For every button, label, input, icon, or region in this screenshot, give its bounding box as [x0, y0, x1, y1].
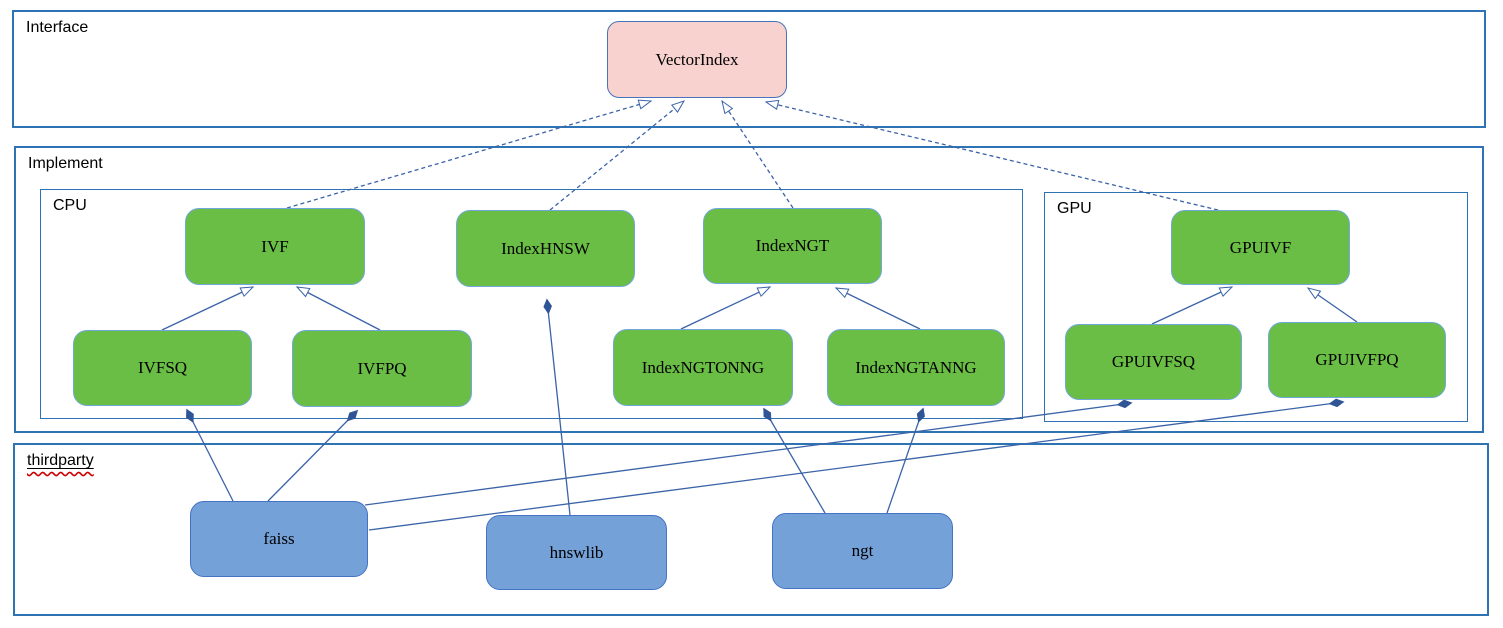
node-indexngt: IndexNGT — [703, 208, 882, 284]
node-indexhnsw-label: IndexHNSW — [501, 238, 590, 258]
node-ivfsq: IVFSQ — [73, 330, 252, 406]
node-faiss-label: faiss — [263, 529, 295, 548]
node-hnswlib: hnswlib — [486, 515, 667, 590]
implement-label: Implement — [28, 155, 103, 172]
node-ivf: IVF — [185, 208, 365, 285]
node-vectorindex-label: VectorIndex — [655, 49, 739, 69]
node-indexngtonng-label: IndexNGTONNG — [641, 357, 765, 377]
node-indexngtanng-label: IndexNGTANNG — [855, 357, 977, 377]
node-indexngtonng: IndexNGTONNG — [613, 329, 793, 406]
node-ivfsq-label: IVFSQ — [137, 358, 188, 377]
node-vectorindex: VectorIndex — [607, 21, 787, 98]
node-ngt: ngt — [772, 513, 953, 589]
node-gpuivfsq: GPUIVFSQ — [1065, 324, 1242, 400]
node-ivfpq-label: IVFPQ — [357, 358, 407, 378]
interface-label: Interface — [26, 19, 89, 36]
thirdparty-label: thirdparty — [27, 452, 94, 469]
node-gpuivfpq-label: GPUIVFPQ — [1315, 350, 1399, 369]
gpu-label: GPU — [1057, 200, 1092, 217]
node-indexngtanng: IndexNGTANNG — [827, 329, 1005, 406]
cpu-label: CPU — [53, 197, 87, 214]
node-gpuivf-label: GPUIVF — [1229, 237, 1292, 257]
node-gpuivf: GPUIVF — [1171, 210, 1350, 285]
node-ivfpq: IVFPQ — [292, 330, 472, 407]
node-ngt-label: ngt — [851, 541, 874, 560]
node-indexhnsw: IndexHNSW — [456, 210, 635, 287]
node-ivf-label: IVF — [261, 236, 289, 256]
node-hnswlib-label: hnswlib — [549, 542, 604, 562]
node-indexngt-label: IndexNGT — [755, 236, 830, 255]
node-gpuivfpq: GPUIVFPQ — [1268, 322, 1446, 398]
node-gpuivfsq-label: GPUIVFSQ — [1111, 352, 1196, 371]
node-faiss: faiss — [190, 501, 368, 577]
